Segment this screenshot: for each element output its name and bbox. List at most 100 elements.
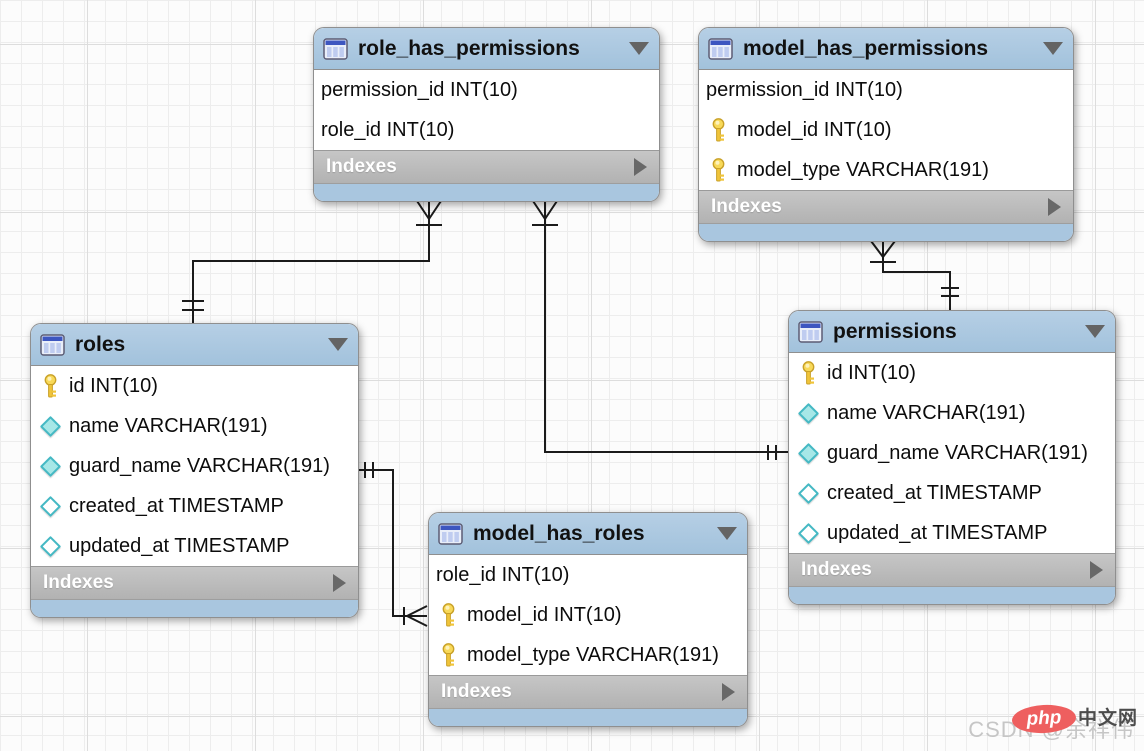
diamond-hollow-icon: [797, 522, 820, 544]
diamond-hollow-icon: [39, 535, 62, 557]
table-model-has-roles[interactable]: model_has_roles role_id INT(10) model_id…: [428, 512, 748, 727]
field-text: guard_name VARCHAR(191): [69, 454, 330, 477]
expand-indexes-icon[interactable]: [333, 574, 346, 592]
field-text: role_id INT(10): [436, 563, 570, 586]
table-title: role_has_permissions: [358, 36, 580, 60]
indexes-label: Indexes: [441, 681, 512, 702]
field-list: id INT(10) name VARCHAR(191) guard_name …: [789, 353, 1115, 553]
table-permissions[interactable]: permissions id INT(10) name VARCHAR(191)…: [788, 310, 1116, 605]
field-text: model_type VARCHAR(191): [737, 158, 989, 181]
table-icon: [40, 333, 65, 356]
key-icon: [42, 373, 59, 399]
indexes-label: Indexes: [326, 156, 397, 177]
field-list: role_id INT(10) model_id INT(10) model_t…: [429, 555, 747, 675]
field-row[interactable]: guard_name VARCHAR(191): [789, 433, 1115, 473]
field-text: permission_id INT(10): [321, 78, 518, 101]
field-text: model_id INT(10): [737, 118, 892, 141]
diamond-filled-icon: [39, 415, 62, 437]
key-icon: [710, 117, 727, 143]
indexes-label: Indexes: [711, 196, 782, 217]
table-title: model_has_roles: [473, 521, 645, 545]
field-text: name VARCHAR(191): [69, 414, 268, 437]
indexes-bar[interactable]: Indexes: [789, 553, 1115, 586]
diamond-hollow-icon: [39, 495, 62, 517]
collapse-table-icon[interactable]: [1085, 325, 1105, 338]
field-text: created_at TIMESTAMP: [69, 494, 284, 517]
field-text: role_id INT(10): [321, 118, 455, 141]
field-text: permission_id INT(10): [706, 78, 903, 101]
field-row[interactable]: created_at TIMESTAMP: [789, 473, 1115, 513]
indexes-bar[interactable]: Indexes: [429, 675, 747, 708]
field-row[interactable]: updated_at TIMESTAMP: [31, 526, 358, 566]
field-row[interactable]: model_id INT(10): [699, 110, 1073, 150]
connector-rhp-permissions: [532, 200, 788, 460]
table-header[interactable]: role_has_permissions: [314, 28, 659, 70]
table-model-has-permissions[interactable]: model_has_permissions permission_id INT(…: [698, 27, 1074, 242]
field-list: id INT(10) name VARCHAR(191) guard_name …: [31, 366, 358, 566]
field-row[interactable]: name VARCHAR(191): [789, 393, 1115, 433]
indexes-label: Indexes: [801, 559, 872, 580]
table-bottom-strip: [31, 599, 358, 617]
field-text: model_id INT(10): [467, 603, 622, 626]
table-title: permissions: [833, 319, 957, 343]
table-header[interactable]: model_has_roles: [429, 513, 747, 555]
expand-indexes-icon[interactable]: [1048, 198, 1061, 216]
table-header[interactable]: roles: [31, 324, 358, 366]
table-bottom-strip: [699, 223, 1073, 241]
field-row[interactable]: name VARCHAR(191): [31, 406, 358, 446]
expand-indexes-icon[interactable]: [722, 683, 735, 701]
field-text: created_at TIMESTAMP: [827, 481, 1042, 504]
table-title: model_has_permissions: [743, 36, 989, 60]
field-text: id INT(10): [69, 374, 158, 397]
field-list: permission_id INT(10) model_id INT(10) m…: [699, 70, 1073, 190]
field-row[interactable]: id INT(10): [31, 366, 358, 406]
field-row[interactable]: model_type VARCHAR(191): [429, 635, 747, 675]
collapse-table-icon[interactable]: [328, 338, 348, 351]
indexes-bar[interactable]: Indexes: [314, 150, 659, 183]
field-row[interactable]: role_id INT(10): [314, 110, 659, 150]
table-title: roles: [75, 332, 126, 356]
field-text: id INT(10): [827, 361, 916, 384]
expand-indexes-icon[interactable]: [1090, 561, 1103, 579]
table-bottom-strip: [314, 183, 659, 201]
diamond-hollow-icon: [797, 482, 820, 504]
field-row[interactable]: updated_at TIMESTAMP: [789, 513, 1115, 553]
table-icon: [438, 522, 463, 545]
field-text: model_type VARCHAR(191): [467, 643, 719, 666]
table-bottom-strip: [429, 708, 747, 726]
table-roles[interactable]: roles id INT(10) name VARCHAR(191) guard…: [30, 323, 359, 618]
field-row[interactable]: created_at TIMESTAMP: [31, 486, 358, 526]
field-row[interactable]: model_id INT(10): [429, 595, 747, 635]
indexes-bar[interactable]: Indexes: [699, 190, 1073, 223]
field-text: name VARCHAR(191): [827, 401, 1026, 424]
table-icon: [798, 320, 823, 343]
diamond-filled-icon: [797, 402, 820, 424]
field-row[interactable]: model_type VARCHAR(191): [699, 150, 1073, 190]
collapse-table-icon[interactable]: [717, 527, 737, 540]
connector-roles-mhr: [357, 462, 428, 627]
expand-indexes-icon[interactable]: [634, 158, 647, 176]
collapse-table-icon[interactable]: [1043, 42, 1063, 55]
key-icon: [710, 157, 727, 183]
field-row[interactable]: permission_id INT(10): [314, 70, 659, 110]
field-text: updated_at TIMESTAMP: [69, 534, 290, 557]
field-row[interactable]: id INT(10): [789, 353, 1115, 393]
table-header[interactable]: model_has_permissions: [699, 28, 1073, 70]
field-row[interactable]: role_id INT(10): [429, 555, 747, 595]
table-role-has-permissions[interactable]: role_has_permissions permission_id INT(1…: [313, 27, 660, 202]
field-text: guard_name VARCHAR(191): [827, 441, 1088, 464]
table-icon: [708, 37, 733, 60]
diamond-filled-icon: [39, 455, 62, 477]
collapse-table-icon[interactable]: [629, 42, 649, 55]
field-row[interactable]: guard_name VARCHAR(191): [31, 446, 358, 486]
key-icon: [440, 602, 457, 628]
field-text: updated_at TIMESTAMP: [827, 521, 1048, 544]
field-row[interactable]: permission_id INT(10): [699, 70, 1073, 110]
table-header[interactable]: permissions: [789, 311, 1115, 353]
key-icon: [800, 360, 817, 386]
field-list: permission_id INT(10) role_id INT(10): [314, 70, 659, 150]
indexes-bar[interactable]: Indexes: [31, 566, 358, 599]
table-bottom-strip: [789, 586, 1115, 604]
